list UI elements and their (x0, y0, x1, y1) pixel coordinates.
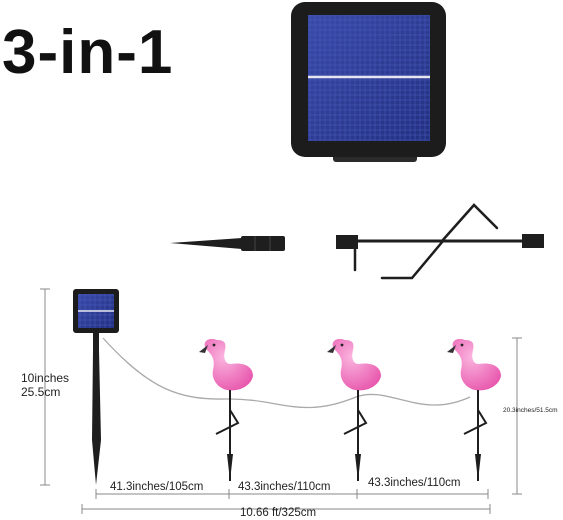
dimension-lines (40, 288, 522, 514)
height-cm: 25.5cm (21, 384, 61, 399)
flamingo-1 (199, 338, 253, 481)
segment-1-label: 41.3inches/105cm (110, 481, 204, 493)
flamingo-3 (447, 338, 501, 481)
connecting-wire (102, 337, 471, 409)
solar-panel-large (291, 2, 446, 162)
flamingo-2 (327, 338, 381, 481)
flamingo-leg-part (336, 203, 544, 280)
solar-stake (92, 333, 101, 485)
height-inches: 10inches (21, 371, 70, 385)
total-length-label: 10.66 ft/325cm (240, 507, 317, 519)
ground-stake (170, 236, 285, 251)
height-label: 10inches 25.5cm (21, 371, 70, 400)
segment-2-label: 43.3inches/110cm (238, 481, 331, 493)
flamingo-height-label: 20.3inches/51.5cm (503, 407, 558, 414)
headline-3-in-1: 3-in-1 (2, 18, 174, 87)
segment-3-label: 43.3inches/110cm (368, 477, 461, 489)
solar-panel-small (73, 289, 119, 485)
